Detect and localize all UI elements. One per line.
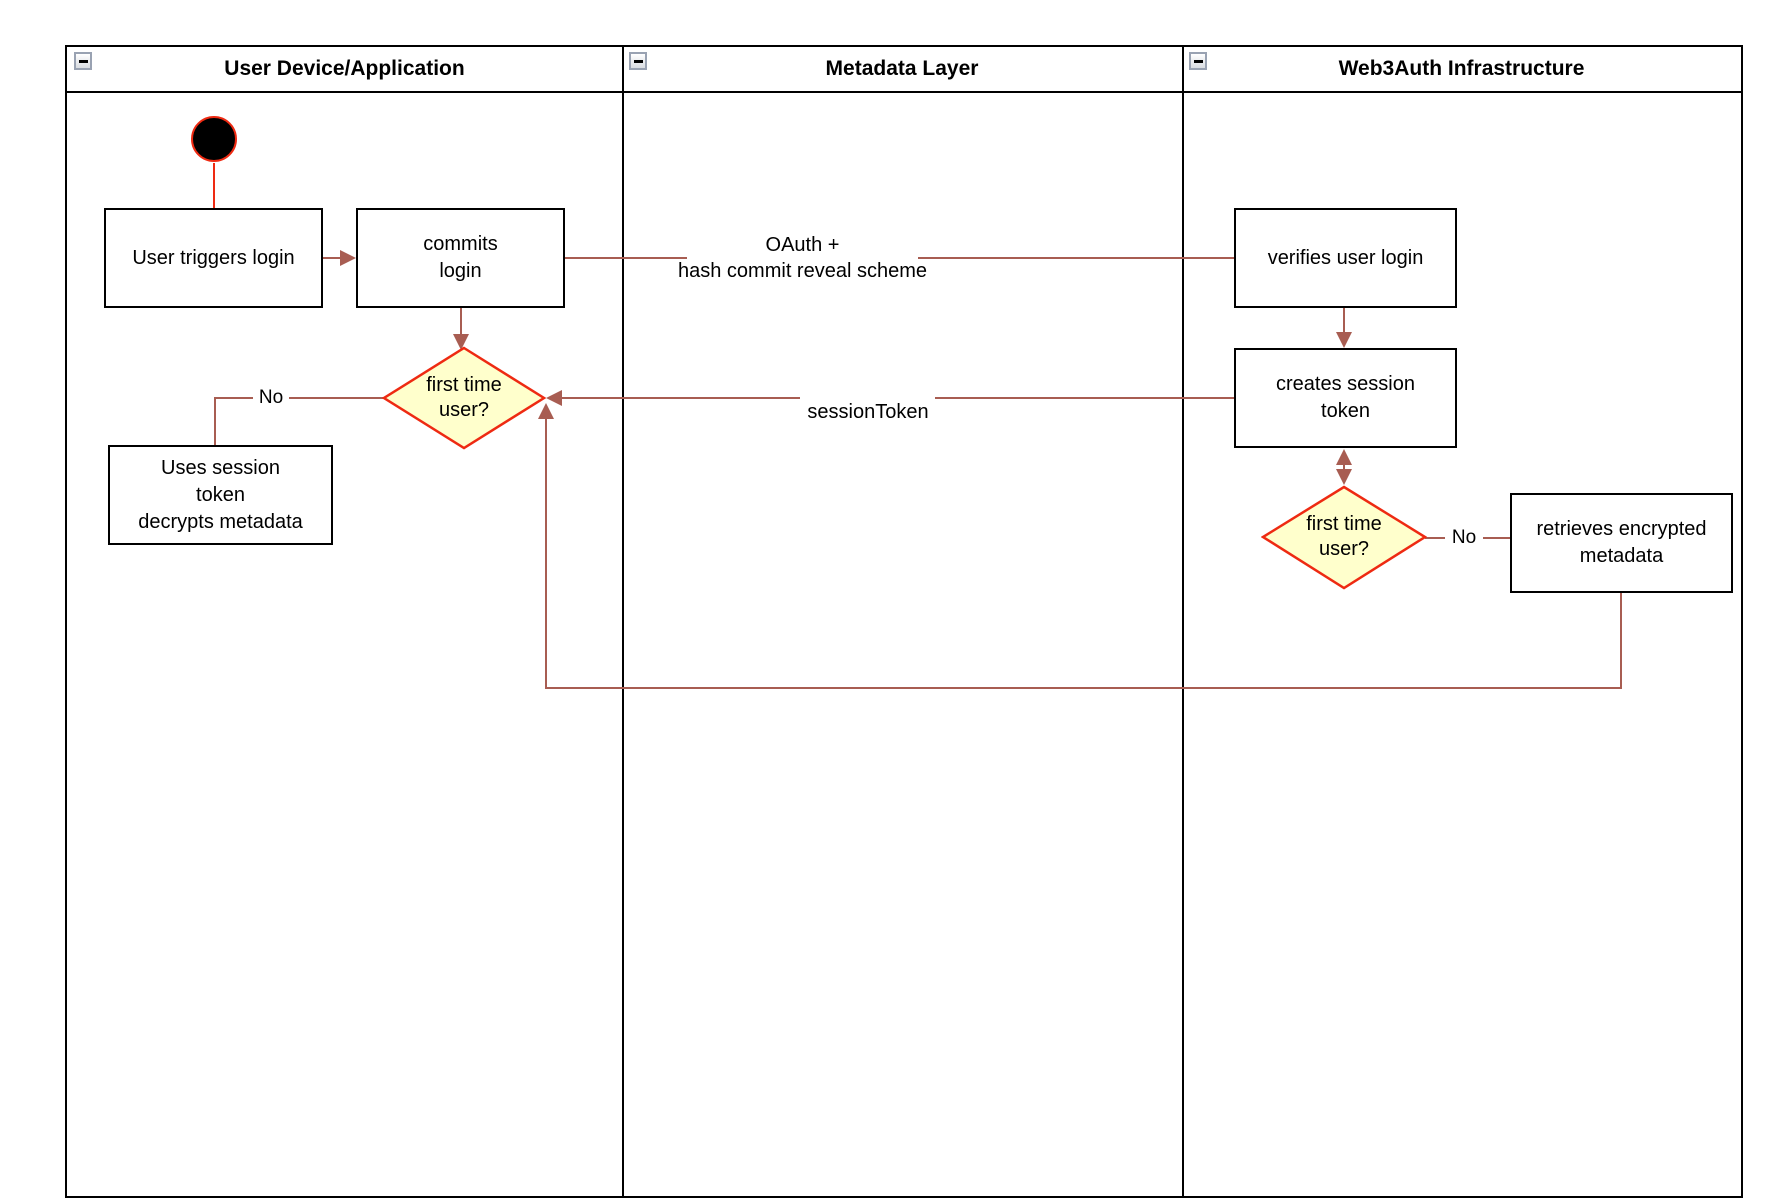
- node-commits-login[interactable]: commits login: [356, 208, 565, 308]
- edge-no-to-uses-session-token: [214, 397, 384, 445]
- minus-icon: [633, 59, 643, 63]
- lane-header-metadata-layer: Metadata Layer: [622, 47, 1182, 91]
- swimlane-pool: User Device/Application Metadata Layer W…: [65, 45, 1743, 1198]
- decision-first-time-user-device[interactable]: [382, 346, 546, 450]
- edge-retrieves-feedback: [545, 416, 1622, 689]
- node-uses-session-token[interactable]: Uses session token decrypts metadata: [108, 445, 333, 545]
- collapse-button-user-device[interactable]: [74, 52, 92, 70]
- arrowhead-left-icon: [546, 390, 562, 406]
- lane-header-web3auth: Web3Auth Infrastructure: [1182, 47, 1741, 91]
- arrowhead-down-icon: [1336, 332, 1352, 348]
- node-retrieves-encrypted-metadata[interactable]: retrieves encrypted metadata: [1510, 493, 1733, 593]
- minus-icon: [78, 59, 88, 63]
- lane-header-user-device: User Device/Application: [67, 47, 622, 91]
- lane-title-web3auth: Web3Auth Infrastructure: [1338, 57, 1585, 80]
- node-creates-session-token[interactable]: creates session token: [1234, 348, 1457, 448]
- decision-first-time-user-web3auth[interactable]: [1261, 485, 1427, 590]
- lane-divider: [622, 47, 624, 1196]
- arrowhead-up-icon: [1336, 449, 1352, 465]
- lane-divider: [1182, 47, 1184, 1196]
- start-node[interactable]: [191, 116, 237, 162]
- arrowhead-right-icon: [340, 250, 356, 266]
- node-user-triggers-login[interactable]: User triggers login: [104, 208, 323, 308]
- lane-header-row: User Device/Application Metadata Layer W…: [67, 47, 1741, 93]
- node-verifies-user-login[interactable]: verifies user login: [1234, 208, 1457, 308]
- minus-icon: [1193, 59, 1203, 63]
- collapse-button-metadata-layer[interactable]: [629, 52, 647, 70]
- arrowhead-up-icon: [538, 403, 554, 419]
- lane-title-metadata-layer: Metadata Layer: [825, 57, 979, 80]
- arrowhead-down-icon: [453, 334, 469, 350]
- collapse-button-web3auth[interactable]: [1189, 52, 1207, 70]
- arrowhead-down-icon: [1336, 469, 1352, 485]
- lane-title-user-device: User Device/Application: [224, 57, 465, 80]
